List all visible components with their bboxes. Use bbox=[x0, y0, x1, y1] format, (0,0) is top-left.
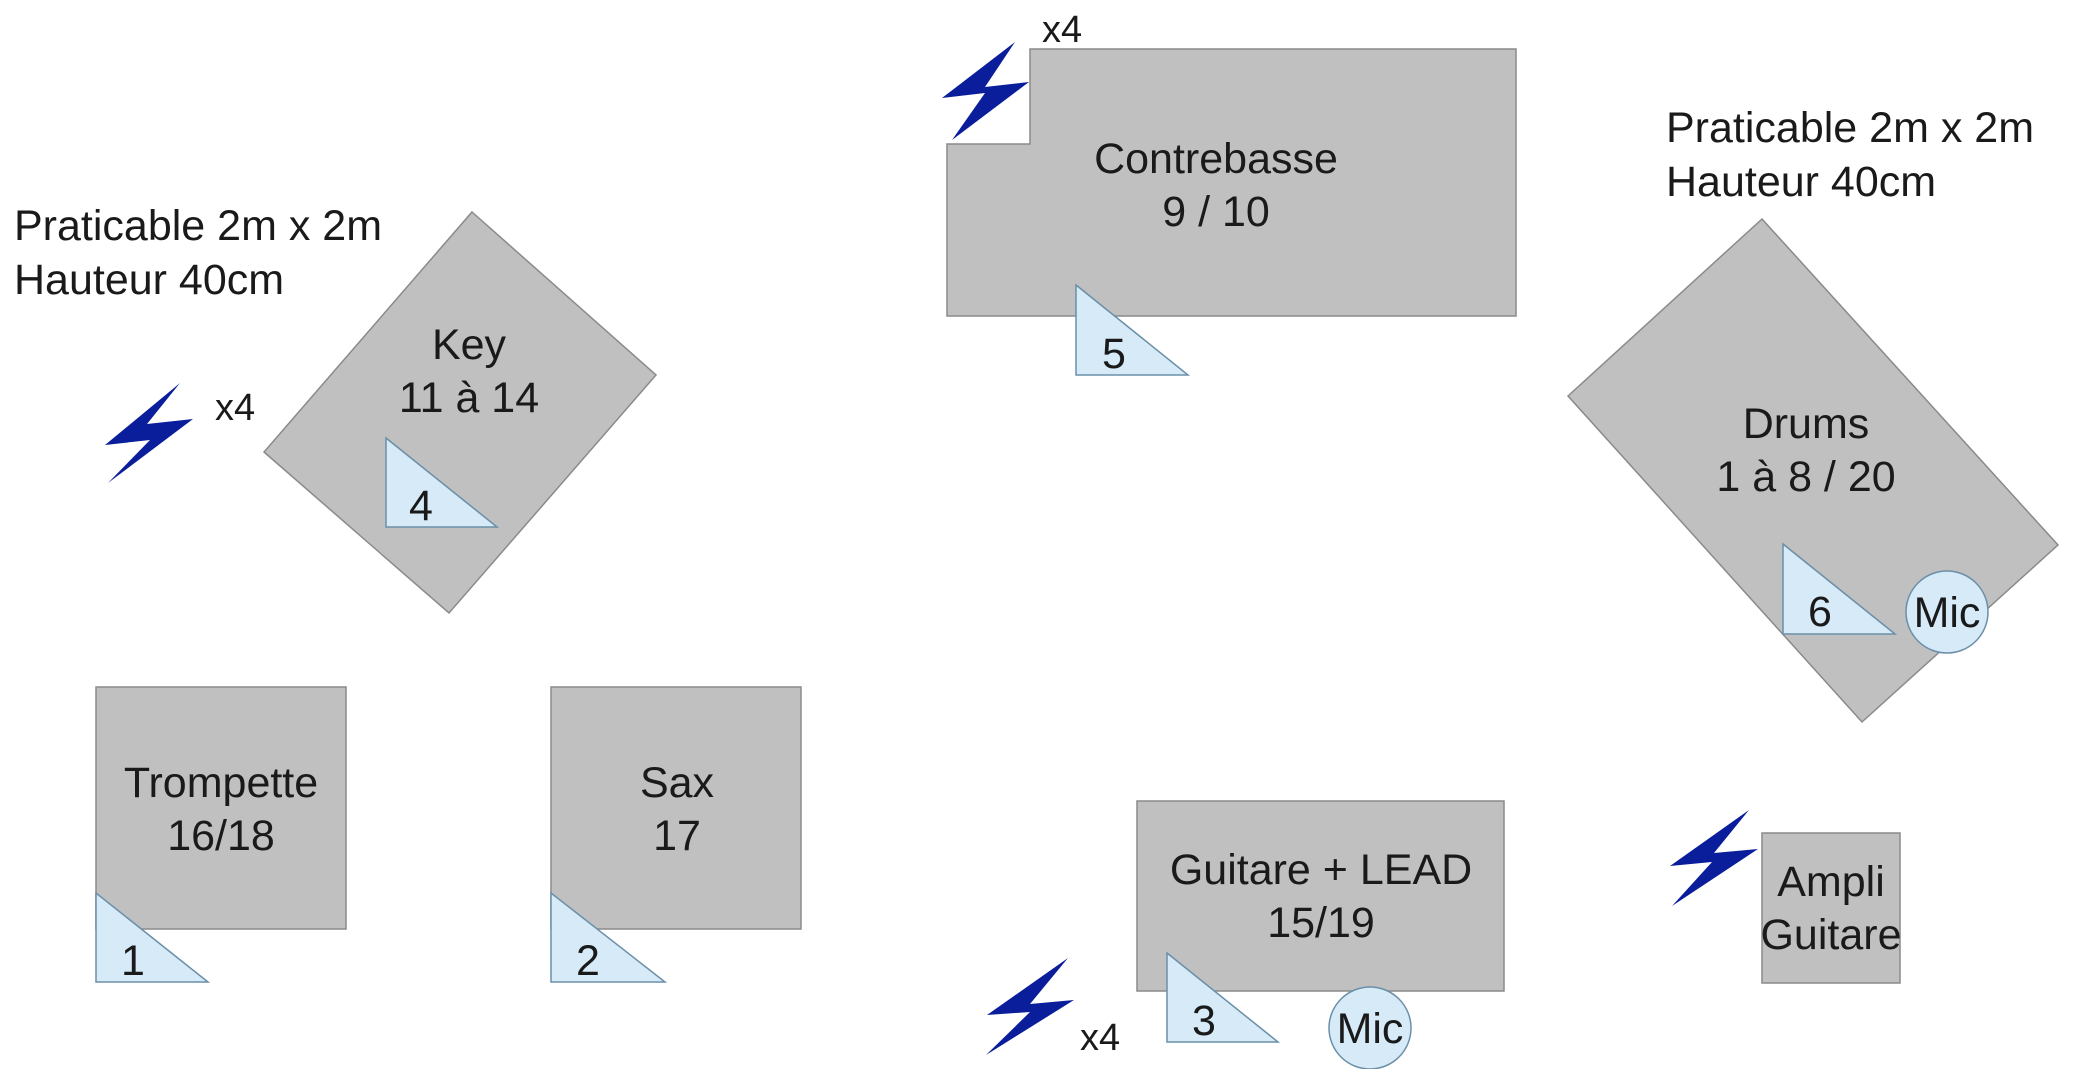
power-guitare-count: x4 bbox=[1080, 1017, 1120, 1059]
ampli-label-line2: Guitare bbox=[1760, 911, 1901, 959]
key-zone[interactable]: Key 11 à 14 4 bbox=[262, 210, 658, 615]
trompette-channels: 16/18 bbox=[167, 812, 275, 860]
guitare-riser bbox=[1136, 800, 1505, 992]
wedge-5-label: 5 bbox=[1102, 330, 1126, 378]
power-ampli bbox=[1670, 810, 1758, 906]
power-guitare: x4 bbox=[986, 958, 1120, 1059]
wedge-1-label: 1 bbox=[121, 937, 145, 985]
key-riser bbox=[262, 210, 658, 615]
key-channels: 11 à 14 bbox=[399, 374, 539, 422]
guitare-mic-label: Mic bbox=[1337, 1005, 1404, 1053]
guitare-mic[interactable] bbox=[1328, 986, 1412, 1069]
monitor-wedge-6[interactable] bbox=[1782, 542, 1898, 635]
contrebasse-zone[interactable]: Contrebasse 9 / 10 5 bbox=[946, 48, 1517, 378]
wedge-6-label: 6 bbox=[1808, 588, 1832, 636]
monitor-wedge-2[interactable] bbox=[550, 891, 668, 983]
contrebasse-label: Contrebasse bbox=[1094, 135, 1338, 183]
ampli-box bbox=[1761, 832, 1901, 984]
drums-zone[interactable]: Drums 1 à 8 / 20 6 Mic bbox=[1566, 217, 2060, 724]
power-key-count: x4 bbox=[215, 387, 255, 429]
power-bolt-icon bbox=[942, 42, 1029, 140]
wedge-2-label: 2 bbox=[576, 937, 600, 985]
riser-left-height: Hauteur 40cm bbox=[14, 256, 284, 304]
monitor-wedge-1[interactable] bbox=[95, 891, 211, 983]
drums-label: Drums bbox=[1743, 400, 1870, 448]
power-bolt-icon bbox=[105, 383, 193, 483]
power-contrebasse: x4 bbox=[942, 9, 1082, 140]
sax-label: Sax bbox=[640, 759, 715, 807]
guitare-zone[interactable]: Guitare + LEAD 15/19 3 Mic bbox=[1136, 800, 1505, 1069]
monitor-wedge-5[interactable] bbox=[1075, 283, 1191, 376]
wedge-3-label: 3 bbox=[1192, 997, 1216, 1045]
riser-right-size: Praticable 2m x 2m bbox=[1666, 104, 2034, 152]
riser-right-height: Hauteur 40cm bbox=[1666, 158, 1936, 206]
contrebasse-riser bbox=[946, 48, 1517, 317]
riser-note-right: Praticable 2m x 2m Hauteur 40cm bbox=[1666, 104, 2034, 206]
wedge-4-label: 4 bbox=[409, 482, 433, 530]
trompette-zone[interactable]: Trompette 16/18 1 bbox=[95, 686, 347, 985]
trompette-label: Trompette bbox=[124, 759, 318, 807]
monitor-wedge-4[interactable] bbox=[385, 436, 500, 528]
guitare-label: Guitare + LEAD bbox=[1170, 846, 1472, 894]
riser-note-left: Praticable 2m x 2m Hauteur 40cm bbox=[14, 202, 382, 304]
sax-zone[interactable]: Sax 17 2 bbox=[550, 686, 802, 985]
sax-riser bbox=[550, 686, 802, 930]
ampli-zone[interactable]: Ampli Guitare bbox=[1760, 832, 1902, 984]
power-contrebasse-count: x4 bbox=[1042, 9, 1082, 51]
sax-channels: 17 bbox=[653, 812, 701, 860]
riser-left-size: Praticable 2m x 2m bbox=[14, 202, 382, 250]
trompette-riser bbox=[95, 686, 347, 930]
monitor-wedge-3[interactable] bbox=[1166, 951, 1281, 1043]
guitare-channels: 15/19 bbox=[1267, 899, 1375, 947]
drums-mic[interactable] bbox=[1905, 570, 1989, 654]
key-label: Key bbox=[432, 321, 507, 369]
power-bolt-icon bbox=[1670, 810, 1758, 906]
drums-mic-label: Mic bbox=[1914, 589, 1981, 637]
ampli-label-line1: Ampli bbox=[1777, 858, 1885, 906]
drums-channels: 1 à 8 / 20 bbox=[1716, 453, 1895, 501]
power-bolt-icon bbox=[986, 958, 1074, 1055]
contrebasse-channels: 9 / 10 bbox=[1162, 188, 1270, 236]
power-key: x4 bbox=[105, 383, 255, 483]
